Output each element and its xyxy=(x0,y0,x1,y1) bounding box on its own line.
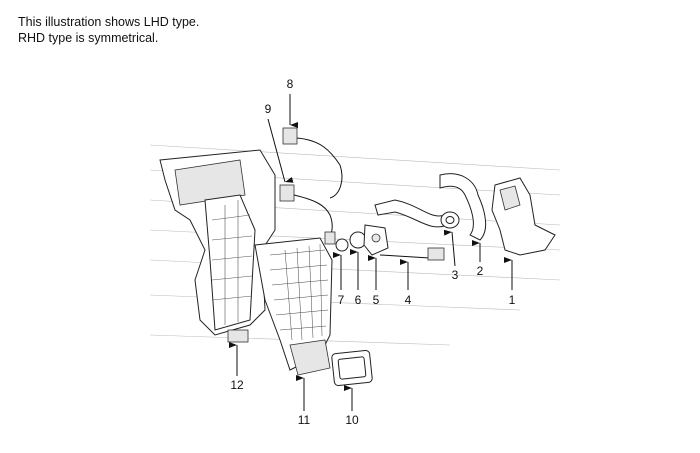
part-2-duct xyxy=(439,173,487,241)
callout-4: 4 xyxy=(405,293,412,307)
callout-9: 9 xyxy=(265,102,272,116)
part-8-9-harness xyxy=(279,127,343,245)
part-3-ring xyxy=(440,211,460,229)
part-11-cover xyxy=(254,237,333,376)
part-5-7-actuator xyxy=(335,224,389,256)
callout-8: 8 xyxy=(287,77,294,91)
part-12-heater-case xyxy=(159,149,276,343)
callout-12: 12 xyxy=(230,378,244,392)
duct-detail xyxy=(499,185,521,211)
callout-6: 6 xyxy=(355,293,362,307)
callout-7: 7 xyxy=(338,293,345,307)
callout-11: 11 xyxy=(298,413,311,427)
part-4-rod xyxy=(379,247,445,261)
gasket-inner xyxy=(337,356,367,380)
pipe xyxy=(374,199,448,228)
callout-3: 3 xyxy=(452,268,459,282)
callout-10: 10 xyxy=(345,413,359,427)
callout-2: 2 xyxy=(477,264,484,278)
illustration-note: This illustration shows LHD type. RHD ty… xyxy=(18,14,199,46)
callouts: 1 2 3 4 5 6 7 8 9 10 11 12 xyxy=(229,77,516,427)
callout-5: 5 xyxy=(373,293,380,307)
note-line-2: RHD type is symmetrical. xyxy=(18,31,159,45)
callout-1: 1 xyxy=(509,293,516,307)
note-line-1: This illustration shows LHD type. xyxy=(18,15,200,29)
